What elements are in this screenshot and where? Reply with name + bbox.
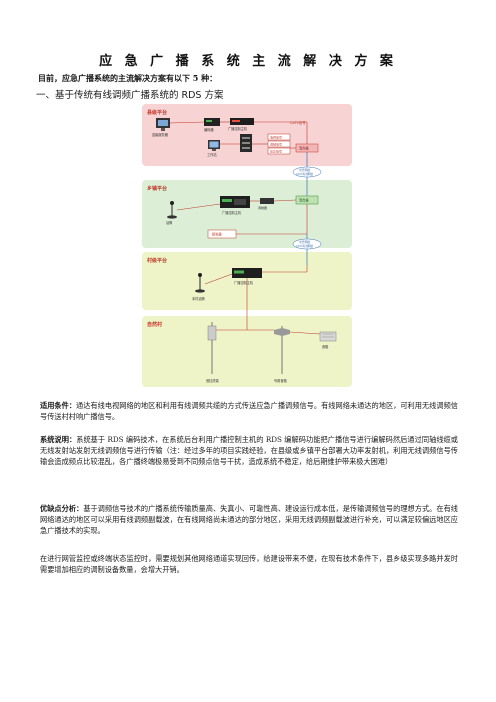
tier-county-label: 县级平台 — [147, 109, 167, 116]
paragraph-note-text: 在进行网管监控或终端状态监控时，需要规划其他网络通道实现回传，给建设带来不便，在… — [40, 554, 458, 574]
tier-town-label: 乡镇平台 — [147, 185, 167, 192]
county-mixer-label: 混合器 — [299, 146, 309, 151]
county-workstation-label: 工作站 — [207, 152, 217, 157]
natural-horn-label: 号角音箱 — [274, 378, 288, 383]
system-diagram: 县级平台 乡镇平台 村级平台 自然村 县级服务器 编码器 广播控制主机 工作站 … — [142, 104, 352, 387]
county-host-label: 广播控制主机 — [228, 126, 248, 131]
link1b-label: CATV有线网络 — [296, 172, 314, 176]
county-encoder-icon — [204, 118, 220, 126]
town-mic-icon — [167, 201, 177, 219]
town-mixer-label: 混合器 — [299, 198, 309, 203]
town-receiver-label: 接收器 — [212, 232, 222, 237]
county-item2-label: 调频信号 — [270, 142, 282, 147]
village-mic-icon — [195, 273, 205, 293]
link2-label: 光纤网络 — [299, 240, 310, 244]
village-host-label: 广播控制主机 — [234, 280, 254, 285]
paragraph-analysis-text: 基于调频信号技术的广播系统传输质量高、失真小、可靠性高、建设运行成本低，是传输调… — [40, 504, 458, 535]
village-mic-label: 本村话筒 — [192, 296, 205, 301]
paragraph-system: 系统说明：系统基于 RDS 编码技术，在系统后台利用广播控制主机的 RDS 编解… — [40, 434, 458, 467]
county-encoder-label: 编码器 — [204, 127, 214, 132]
paragraph-system-lead: 系统说明： — [40, 435, 77, 444]
paragraph-system-text: 系统基于 RDS 编码技术，在系统后台利用广播控制主机的 RDS 编解码功能把广… — [40, 435, 458, 466]
intro-text: 目前，应急广播系统的主流解决方案有以下 5 种： — [38, 73, 218, 83]
link2-node — [292, 238, 322, 250]
tier-town-bg — [142, 180, 352, 248]
document-title: 应 急 广 播 系 统 主 流 解 决 方 案 — [99, 54, 397, 69]
paragraph-conditions-text: 通达有线电视网络的地区和利用有线调频共缆的方式传送应急广播调频信号。有线网络未通… — [40, 401, 458, 421]
link1-node — [292, 166, 322, 178]
village-host-icon — [232, 268, 262, 278]
paragraph-conditions-lead: 适用条件： — [40, 401, 77, 410]
county-catv-label: CATV信号 — [290, 120, 306, 125]
link2b-label: CATV有线网络 — [296, 244, 314, 248]
link1-label: 光纤网络 — [299, 168, 310, 172]
county-host-icon — [230, 118, 254, 125]
county-item3-label: 应急信号 — [270, 149, 282, 154]
town-modulator-icon — [260, 198, 274, 204]
town-mic-label: 话筒 — [166, 220, 172, 225]
town-host-icon — [220, 196, 250, 208]
county-signal-box-1 — [267, 133, 291, 141]
town-modulator-label: 调制器 — [258, 205, 267, 210]
natural-pole-icon — [207, 322, 217, 374]
tier-natural-label: 自然村 — [147, 321, 162, 328]
county-signal-box-3 — [267, 147, 291, 155]
natural-box-label: 音箱 — [322, 344, 329, 349]
section-heading: 一、基于传统有线调频广播系统的 RDS 方案 — [36, 90, 224, 101]
county-rack-icon — [240, 134, 252, 152]
natural-pole-label: 音柱终端 — [206, 378, 220, 383]
county-workstation-icon — [208, 140, 220, 151]
paragraph-analysis-lead: 优缺点分析： — [40, 504, 84, 513]
natural-box-icon — [319, 331, 337, 342]
county-item1-label: 电视信号 — [270, 135, 282, 140]
tier-natural-bg — [142, 316, 352, 387]
paragraph-analysis: 优缺点分析：基于调频信号技术的广播系统传输质量高、失真小、可靠性高、建设运行成本… — [40, 503, 458, 536]
natural-horn-icon — [274, 326, 290, 374]
town-host-label: 广播控制主机 — [222, 210, 242, 215]
paragraph-conditions: 适用条件：通达有线电视网络的地区和利用有线调频共缆的方式传送应急广播调频信号。有… — [40, 400, 458, 422]
tier-village-label: 村级平台 — [146, 257, 167, 264]
county-computer-icon — [156, 118, 170, 131]
paragraph-note: 在进行网管监控或终端状态监控时，需要规划其他网络通道实现回传，给建设带来不便，在… — [40, 553, 458, 575]
county-computer-label: 县级服务器 — [152, 132, 169, 137]
